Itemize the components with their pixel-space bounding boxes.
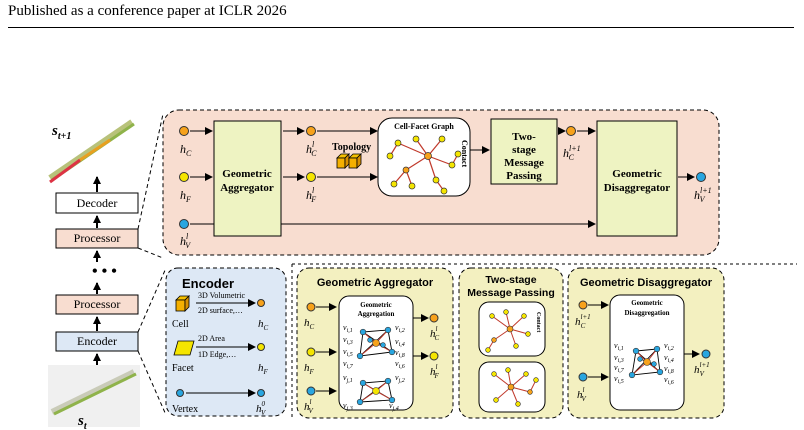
page-header: Published as a conference paper at ICLR … [8, 3, 287, 19]
encoder-box [55, 331, 139, 352]
decoder-label: Decoder [77, 196, 118, 210]
facet-icon [173, 340, 195, 356]
svg-text:vi,6: vi,6 [395, 359, 405, 370]
hc-label: hC [180, 142, 192, 158]
encoder-panel: Encoder 3D Volumetric 2D surface,… Cell … [165, 267, 287, 417]
svg-text:vi,8: vi,8 [664, 364, 674, 375]
facet-label: Facet [172, 363, 194, 374]
svg-text:vi,3: vi,3 [343, 335, 353, 346]
dis-inner-title1: Geometric [631, 299, 662, 307]
svg-text:vi,7: vi,7 [343, 359, 354, 370]
svg-text:vi,1: vi,1 [343, 323, 353, 334]
dis-inner-title2: Disaggregation [625, 309, 670, 317]
graph-title: Cell-Facet Graph [394, 122, 454, 131]
svg-text:vi,5: vi,5 [343, 347, 353, 358]
encoder-title: Encoder [182, 276, 234, 291]
agg-inner-title1: Geometric [360, 301, 391, 309]
svg-text:vi,2: vi,2 [395, 323, 405, 334]
facet-desc1: 2D Area [198, 334, 225, 343]
mp-title1: Two-stage [485, 274, 536, 286]
geo-agg-line2: Aggregator [220, 182, 274, 194]
svg-text:vi,4: vi,4 [664, 353, 674, 364]
svg-text:vj,4: vj,4 [389, 401, 399, 412]
cell-icon [175, 295, 190, 312]
cell-desc2: 2D surface,… [198, 306, 243, 315]
decoder-box [55, 192, 139, 214]
dis-nodes [628, 345, 664, 379]
processor-bottom-label: Processor [74, 297, 121, 311]
mp-graph-2-nodes [491, 367, 539, 407]
enc-hc-label: hC [258, 318, 269, 332]
ellipsis-dots: • • • [92, 263, 117, 280]
mp-contact-label: Contact [535, 312, 541, 332]
svg-text:vi,2: vi,2 [664, 341, 674, 352]
svg-text:vi,4: vi,4 [395, 337, 405, 348]
svg-text:vi,7: vi,7 [614, 363, 625, 374]
agg-vertex-labels: vi,1 vi,2 vi,3 vi,4 vi,5 vi,6 vi,7 vi,8 … [343, 323, 405, 412]
header-rule [8, 27, 794, 28]
two-stage-line3: Message [504, 157, 544, 169]
svg-text:vi,8: vi,8 [395, 348, 405, 359]
dis-title: Geometric Disaggregator [580, 277, 713, 289]
hf-label: hF [180, 188, 191, 204]
svg-text:vi,1: vi,1 [614, 341, 624, 352]
processor-top-box [55, 228, 139, 249]
vertex-icon [176, 389, 184, 397]
topology-label: Topology [332, 142, 371, 153]
geo-agg-line1: Geometric [222, 168, 272, 180]
mesh-image-current [48, 365, 140, 427]
encoder-label: Encoder [77, 334, 117, 348]
agg-inner-title2: Aggregation [358, 310, 395, 318]
svg-text:vj,1: vj,1 [343, 373, 353, 384]
cell-label: Cell [172, 319, 189, 330]
enc-hf-label: hF [258, 362, 269, 376]
geo-dis-line1: Geometric [612, 168, 662, 180]
svg-text:vi,3: vi,3 [614, 353, 624, 364]
dis-vertex-labels: vi,1 vi,2 vi,3 vi,4 vi,5 vi,6 vi,7 vi,8 [614, 341, 674, 386]
svg-text:vi,5: vi,5 [614, 374, 624, 385]
svg-text:vi,6: vi,6 [664, 375, 674, 386]
processor-bottom-box [55, 294, 139, 315]
topology-icon [336, 153, 362, 169]
agg-nodes [356, 326, 396, 406]
agg-hf-label: hF [304, 362, 315, 376]
cell-desc1: 3D Volumetric [198, 291, 245, 300]
agg-hc-label: hC [304, 317, 315, 331]
svg-text:vj,3: vj,3 [343, 401, 353, 412]
facet-desc2: 1D Edge,… [198, 350, 236, 359]
mp-title2: Message Passing [467, 287, 555, 299]
graph-nodes [386, 135, 462, 195]
two-stage-line2: stage [512, 144, 536, 156]
geo-dis-line2: Disaggregator [604, 182, 671, 194]
agg-title: Geometric Aggregator [317, 277, 434, 289]
message-passing-panel: Two-stage Message Passing Contact [458, 267, 564, 419]
state-current-label: st [77, 413, 88, 430]
two-stage-line4: Passing [506, 170, 542, 182]
mp-graph-1-nodes [485, 309, 531, 353]
mesh-image-next [48, 119, 135, 184]
pipeline-column: st+1 Decoder Processor • • • Processor E… [48, 113, 167, 430]
processor-top-label: Processor [74, 231, 121, 245]
vertex-label: Vertex [172, 404, 198, 415]
svg-text:vj,2: vj,2 [395, 373, 405, 384]
state-next-label: st+1 [51, 123, 71, 142]
contact-label: Contact [460, 140, 469, 167]
two-stage-line1: Two- [512, 131, 536, 143]
